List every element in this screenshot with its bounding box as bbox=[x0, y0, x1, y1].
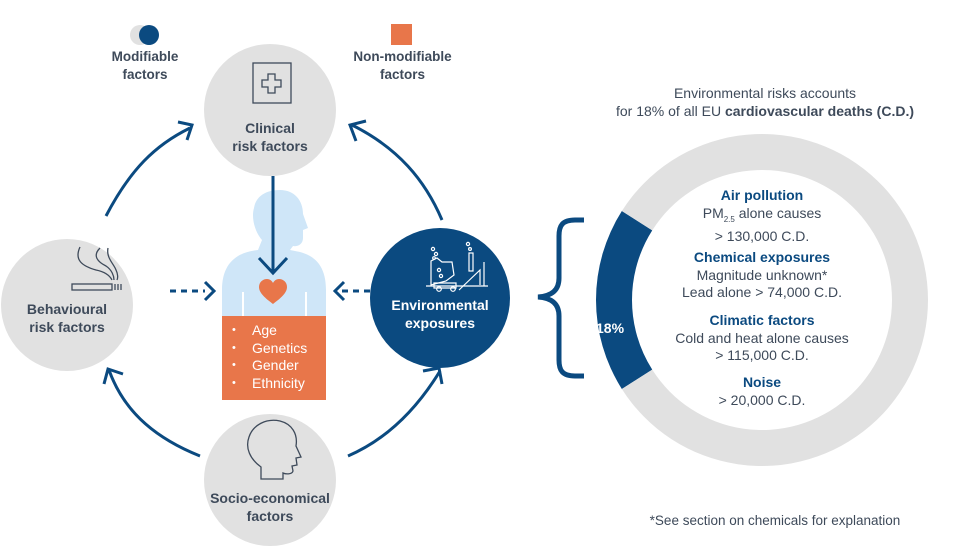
socio-circle bbox=[204, 414, 336, 546]
arrow-clinical-to-heart bbox=[257, 176, 289, 276]
ring-item-line1: Magnitude unknown* bbox=[696, 266, 828, 283]
cigarette-icon bbox=[71, 246, 122, 291]
environmental-label-line2: exposures bbox=[404, 315, 476, 331]
non-modifiable-list: Age Genetics Gender Ethnicity bbox=[228, 322, 307, 392]
arrow-behavioural-to-clinical bbox=[104, 120, 194, 217]
factory-icon bbox=[426, 241, 488, 292]
pm-subscript: 2.5 bbox=[723, 214, 735, 224]
socio-label-line2: factors bbox=[246, 508, 294, 524]
list-item: Ethnicity bbox=[228, 375, 307, 393]
list-item: Genetics bbox=[228, 340, 307, 358]
ring-item-line1: > 20,000 C.D. bbox=[718, 391, 806, 408]
clinical-circle bbox=[204, 44, 336, 176]
legend-non-modifiable-label: Non-modifiable factors bbox=[340, 48, 465, 84]
legend-modifiable-line1: Modifiable bbox=[111, 49, 179, 64]
arrow-environmental-to-body bbox=[332, 280, 370, 302]
intro-line1: Environmental risks accounts bbox=[673, 85, 857, 101]
behavioural-label: Behavioural risk factors bbox=[2, 300, 132, 336]
donut-slice-environmental bbox=[595, 211, 653, 389]
footnote: *See section on chemicals for explanatio… bbox=[649, 513, 901, 528]
environmental-circle bbox=[370, 228, 510, 368]
arrow-socio-to-behavioural bbox=[102, 367, 201, 458]
donut-chart bbox=[595, 133, 928, 466]
ring-item-heading: Chemical exposures bbox=[693, 249, 831, 265]
ring-item-chemical-exposures: Chemical exposures Magnitude unknown* Le… bbox=[652, 249, 872, 302]
behavioural-circle bbox=[1, 239, 133, 371]
ring-item-heading: Noise bbox=[742, 374, 782, 390]
legend-non-modifiable-icon bbox=[391, 24, 412, 45]
pm-prefix: PM bbox=[702, 204, 724, 221]
socio-label-line1: Socio-economical bbox=[210, 490, 330, 506]
arrow-behavioural-to-body bbox=[170, 280, 217, 302]
environmental-label-line1: Environmental bbox=[391, 297, 489, 313]
ring-item-line2: > 115,000 C.D. bbox=[715, 347, 809, 363]
behavioural-label-line2: risk factors bbox=[29, 319, 105, 335]
ring-item-climatic-factors: Climatic factors Cold and heat alone cau… bbox=[652, 312, 872, 365]
legend-modifiable-icon bbox=[130, 25, 159, 45]
arrow-environmental-to-clinical bbox=[348, 119, 444, 221]
ring-item-heading: Climatic factors bbox=[709, 312, 815, 328]
ring-item-line2: > 130,000 C.D. bbox=[714, 227, 810, 244]
ring-item-heading: Air pollution bbox=[720, 187, 804, 203]
intro-line2: for 18% of all EU cardiovascular deaths … bbox=[600, 102, 930, 120]
curly-brace bbox=[537, 217, 584, 379]
socio-label: Socio-economical factors bbox=[195, 489, 345, 525]
intro-text: Environmental risks accounts for 18% of … bbox=[600, 84, 930, 120]
medical-cross-icon bbox=[252, 62, 292, 104]
ring-item-line1: PM2.5 alone causes bbox=[652, 205, 872, 228]
intro-line2-bold: cardiovascular deaths (C.D.) bbox=[724, 103, 914, 119]
arrow-socio-to-environmental bbox=[347, 366, 444, 458]
ring-item-noise: Noise > 20,000 C.D. bbox=[652, 374, 872, 409]
clinical-label-line2: risk factors bbox=[232, 138, 308, 154]
percent-label: 18% bbox=[596, 320, 625, 336]
legend-non-modifiable-line2: factors bbox=[379, 67, 425, 82]
clinical-label-line1: Clinical bbox=[245, 120, 295, 136]
legend-non-modifiable-line1: Non-modifiable bbox=[353, 49, 452, 64]
head-profile-icon bbox=[246, 419, 302, 480]
environmental-label: Environmental exposures bbox=[375, 296, 505, 332]
intro-line2-prefix: for 18% of all EU bbox=[616, 103, 725, 119]
legend-modifiable-label: Modifiable factors bbox=[100, 48, 190, 84]
ring-item-line1: Cold and heat alone causes bbox=[675, 329, 849, 346]
list-item: Age bbox=[228, 322, 307, 340]
legend-modifiable-line2: factors bbox=[122, 67, 168, 82]
heart-icon bbox=[259, 279, 287, 304]
list-item: Gender bbox=[228, 357, 307, 375]
behavioural-label-line1: Behavioural bbox=[26, 301, 108, 317]
pm-suffix: alone causes bbox=[734, 204, 822, 221]
ring-item-air-pollution: Air pollution PM2.5 alone causes > 130,0… bbox=[652, 187, 872, 245]
clinical-label: Clinical risk factors bbox=[210, 119, 330, 155]
ring-item-line2: Lead alone > 74,000 C.D. bbox=[682, 284, 842, 300]
